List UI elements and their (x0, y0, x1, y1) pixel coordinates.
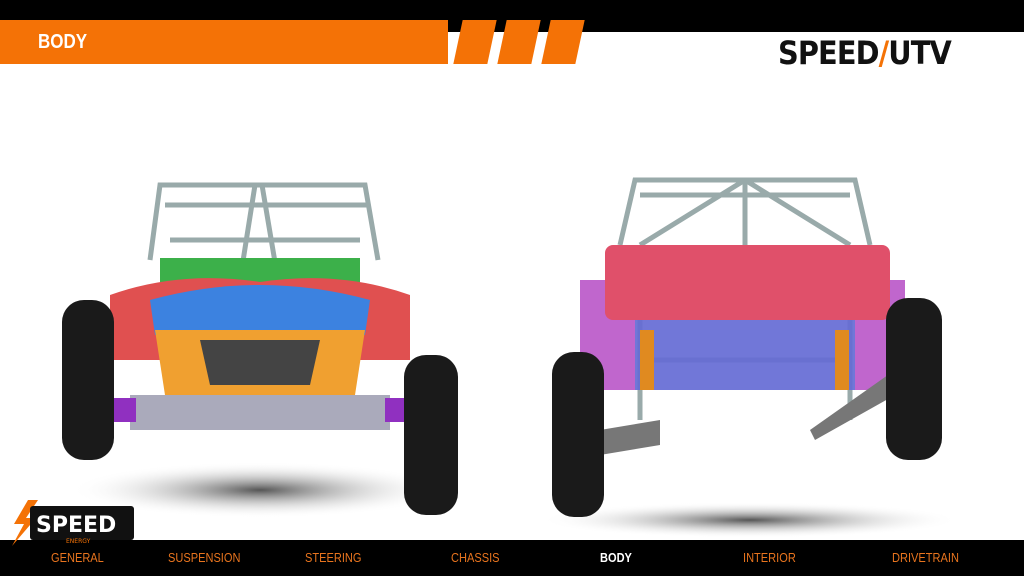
nav-chassis[interactable]: CHASSIS (451, 550, 500, 565)
nav-steering[interactable]: STEERING (305, 550, 362, 565)
vehicle-renders (62, 177, 960, 538)
nav-body[interactable]: BODY (600, 550, 632, 565)
svg-text:SPEED: SPEED (36, 513, 116, 538)
bottom-nav-bar (0, 540, 1024, 576)
speed-utv-logo: SPEED/UTV (778, 34, 952, 72)
rear-view-vehicle (540, 177, 960, 538)
nav-interior[interactable]: INTERIOR (743, 550, 796, 565)
title-band (0, 20, 448, 64)
svg-text:ENERGY: ENERGY (66, 538, 91, 545)
front-view-vehicle (62, 182, 458, 518)
nav-general[interactable]: GENERAL (51, 550, 104, 565)
nav-suspension[interactable]: SUSPENSION (168, 550, 241, 565)
nav-drivetrain[interactable]: DRIVETRAIN (892, 550, 959, 565)
page-title: BODY (38, 31, 88, 53)
